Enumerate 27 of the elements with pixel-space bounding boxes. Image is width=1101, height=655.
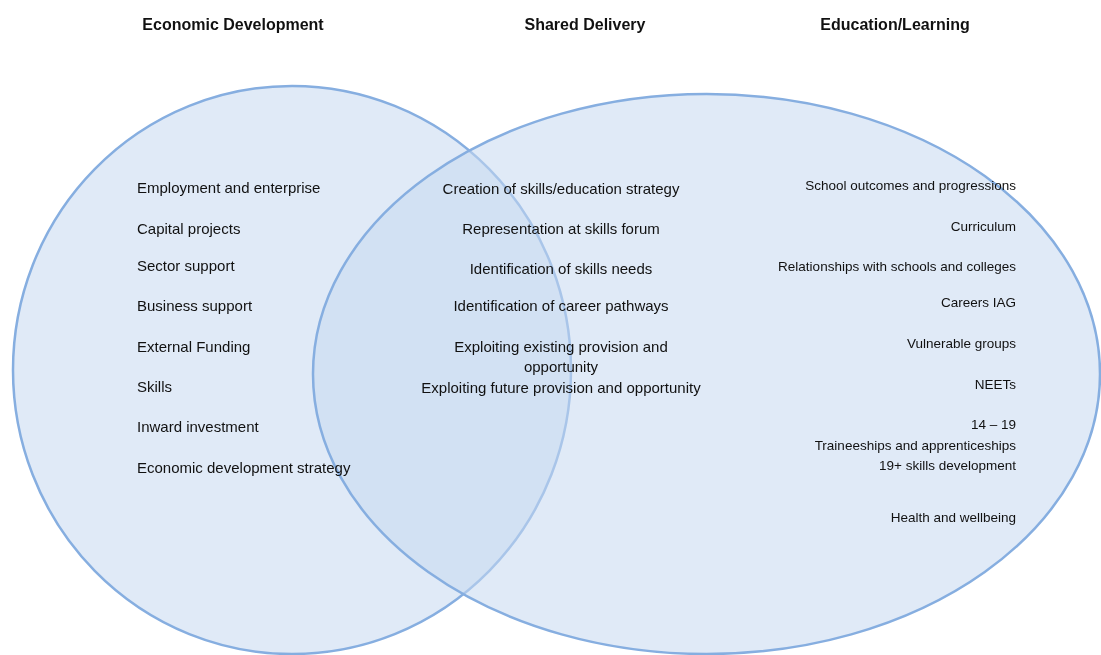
list-item: Relationships with schools and colleges [778, 258, 1016, 276]
column-heading: Education/Learning [819, 15, 971, 35]
list-item: Identification of skills needs [468, 259, 654, 279]
list-item: Exploiting existing provision and opportunity [453, 337, 669, 377]
list-item: Capital projects [137, 219, 241, 239]
list-item: Careers IAG [940, 294, 1016, 312]
list-item: Identification of career pathways [452, 296, 670, 316]
list-item: Health and wellbeing [890, 509, 1016, 527]
list-item: Representation at skills forum [461, 219, 661, 239]
list-item: Inward investment [137, 417, 259, 437]
list-item: Sector support [137, 256, 235, 276]
list-item: School outcomes and progressions [805, 177, 1016, 195]
list-item: Curriculum [950, 218, 1016, 236]
list-item: Exploiting future provision and opportunity [420, 378, 702, 398]
list-item: 19+ skills development [879, 457, 1016, 475]
list-item: Business support [137, 296, 253, 316]
list-item: Economic development strategy [137, 458, 351, 478]
list-item: 14 – 19 [970, 416, 1016, 434]
list-item: Traineeships and apprenticeships [814, 437, 1016, 455]
list-item: Creation of skills/education strategy [441, 179, 681, 199]
list-item: NEETs [974, 376, 1016, 394]
list-item: Vulnerable groups [906, 335, 1016, 353]
column-heading: Economic Development [141, 15, 325, 35]
list-item: External Funding [137, 337, 251, 357]
list-item: Employment and enterprise [137, 178, 321, 198]
column-heading: Shared Delivery [523, 15, 647, 35]
list-item: Skills [137, 377, 172, 397]
